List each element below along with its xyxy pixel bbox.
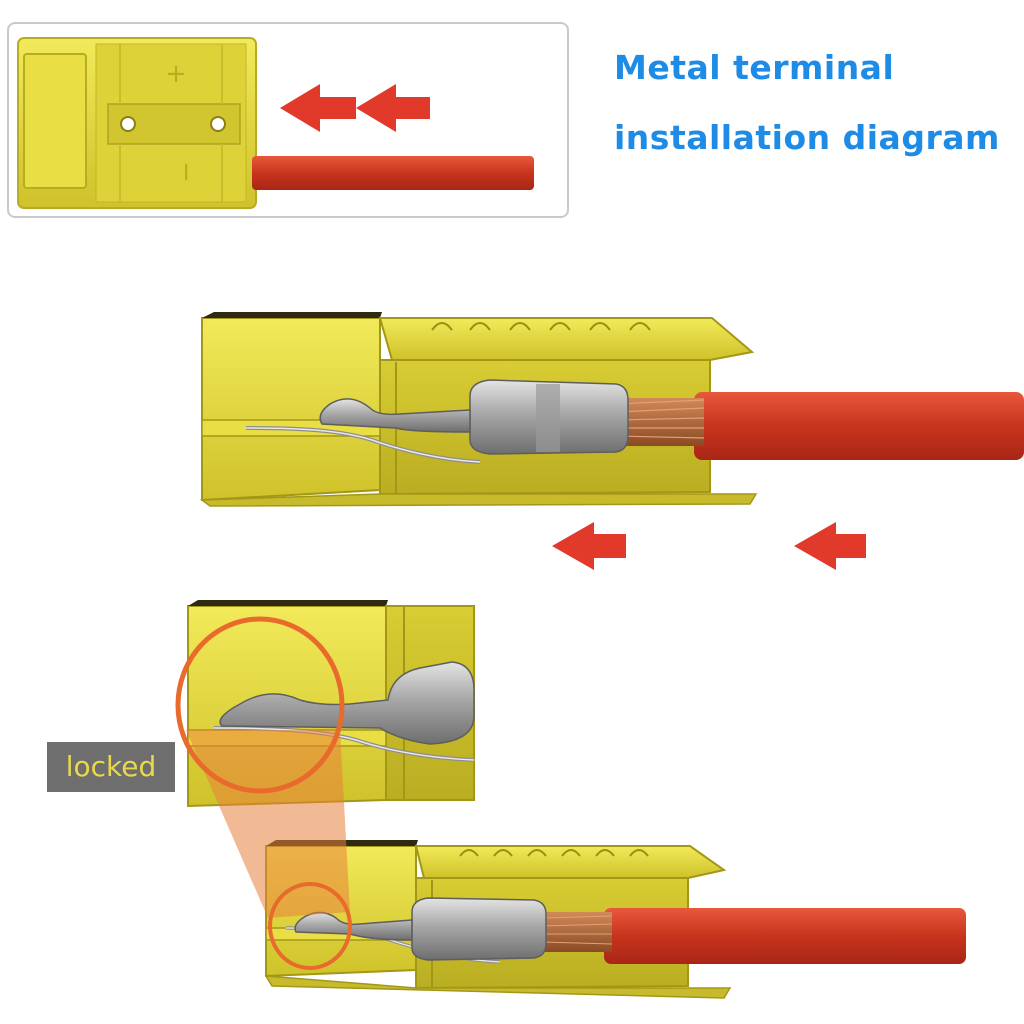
arrow-left-icon	[552, 522, 866, 570]
locked-label: locked	[47, 742, 175, 792]
cutaway-before	[199, 312, 1024, 507]
polarity-plus-mark: +	[165, 59, 187, 89]
diagram-title-line1: Metal terminal	[614, 48, 895, 87]
highlight-circle	[175, 616, 352, 970]
arrow-left-icon	[280, 84, 430, 132]
cutaway-inserted	[264, 840, 966, 999]
inset-connector: + −	[17, 37, 534, 209]
diagram-title-line2: installation diagram	[614, 118, 1000, 157]
polarity-minus-mark: −	[171, 161, 201, 183]
